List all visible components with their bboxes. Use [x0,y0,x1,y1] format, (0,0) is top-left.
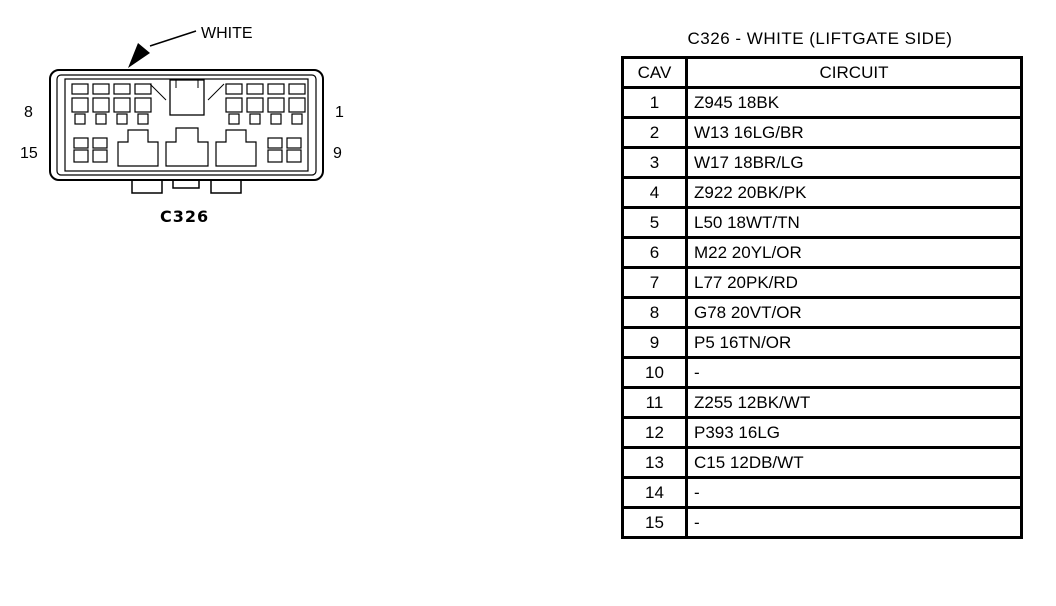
connector-name: C326 [160,207,209,226]
circuit-cell: L77 20PK/RD [685,266,1023,299]
table-row: 14- [621,476,1023,509]
top-row-cavities [71,83,306,125]
cav-cell: 11 [621,386,688,419]
circuit-cell: - [685,476,1023,509]
header-cav: CAV [621,56,688,89]
bottom-row-cavities [73,127,302,167]
pin-label-bottom-left: 15 [20,145,38,162]
pin-label-bottom-right: 9 [333,145,342,162]
cav-cell: 2 [621,116,688,149]
cav-cell: 12 [621,416,688,449]
table-title: C326 - WHITE (LIFTGATE SIDE) [687,29,953,48]
cav-cell: 15 [621,506,688,539]
cav-cell: 4 [621,176,688,209]
cav-cell: 3 [621,146,688,179]
callout-label: WHITE [201,25,253,42]
table-header-row: CAV CIRCUIT [621,56,1023,89]
color-callout: WHITE [128,25,253,68]
circuit-cell: C15 12DB/WT [685,446,1023,479]
circuit-cell: W17 18BR/LG [685,146,1023,179]
cav-cell: 1 [621,86,688,119]
cav-cell: 13 [621,446,688,479]
cav-cell: 9 [621,326,688,359]
pin-label-top-right: 1 [335,104,344,121]
circuit-cell: G78 20VT/OR [685,296,1023,329]
circuit-cell: P393 16LG [685,416,1023,449]
circuit-cell: Z945 18BK [685,86,1023,119]
table-row: 15- [621,506,1023,539]
circuit-cell: - [685,506,1023,539]
cav-cell: 5 [621,206,688,239]
circuit-cell: W13 16LG/BR [685,116,1023,149]
circuit-cell: P5 16TN/OR [685,326,1023,359]
circuit-cell: - [685,356,1023,389]
callout-arrow-icon [128,43,150,68]
circuit-cell: M22 20YL/OR [685,236,1023,269]
cav-cell: 10 [621,356,688,389]
circuit-cell: Z922 20BK/PK [685,176,1023,209]
table-row: 10- [621,356,1023,389]
header-circuit: CIRCUIT [685,56,1023,89]
cav-cell: 7 [621,266,688,299]
pin-label-top-left: 8 [24,104,33,121]
cav-cell: 6 [621,236,688,269]
circuit-cell: Z255 12BK/WT [685,386,1023,419]
connector-diagram: WHITE [20,25,344,226]
circuit-cell: L50 18WT/TN [685,206,1023,239]
connector-body [49,69,324,194]
cav-cell: 8 [621,296,688,329]
cav-cell: 14 [621,476,688,509]
